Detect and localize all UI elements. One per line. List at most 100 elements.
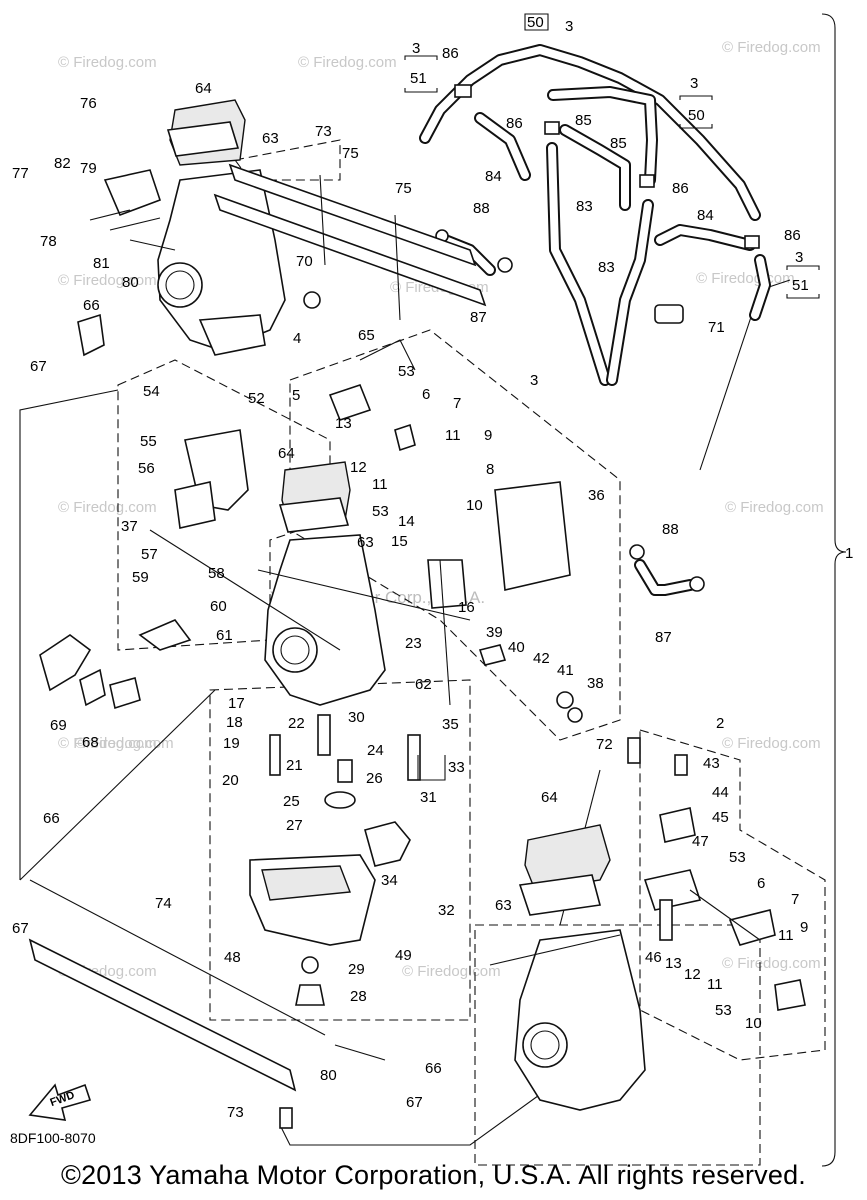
part-label: 32 bbox=[438, 902, 455, 919]
part-label: 81 bbox=[93, 255, 110, 272]
part-label: 53 bbox=[729, 849, 746, 866]
assembly-bracket: 1 bbox=[821, 13, 853, 1167]
part-label: 84 bbox=[697, 207, 714, 224]
part-label: 86 bbox=[784, 227, 801, 244]
part-label: 8 bbox=[486, 461, 494, 478]
hose-clamp bbox=[689, 576, 705, 592]
part-label: 11 bbox=[445, 427, 461, 444]
carburetor-middle bbox=[39, 339, 583, 723]
part-label: 53 bbox=[372, 503, 389, 520]
part-label: 63 bbox=[262, 130, 279, 147]
callout-brackets bbox=[404, 13, 820, 781]
part-label: 87 bbox=[470, 309, 487, 326]
part-label: 65 bbox=[358, 327, 375, 344]
part-label: 50 bbox=[527, 14, 544, 31]
part-label: 7 bbox=[453, 395, 461, 412]
part-label: 66 bbox=[43, 810, 60, 827]
part-label: 45 bbox=[712, 809, 729, 826]
part-label: 66 bbox=[425, 1060, 442, 1077]
part-label: 7 bbox=[791, 891, 799, 908]
part-label: 2 bbox=[716, 715, 724, 732]
part-label: 41 bbox=[557, 662, 574, 679]
part-label: 68 bbox=[82, 734, 99, 751]
part-label: 86 bbox=[506, 115, 523, 132]
part-label: 49 bbox=[395, 947, 412, 964]
part-label: 61 bbox=[216, 627, 233, 644]
part-label: 63 bbox=[357, 534, 374, 551]
float-bowl-assembly bbox=[28, 714, 421, 1129]
part-label: 23 bbox=[405, 635, 422, 652]
part-label: 66 bbox=[83, 297, 100, 314]
copyright-notice: ©2013 Yamaha Motor Corporation, U.S.A. A… bbox=[60, 1160, 807, 1190]
part-label: 70 bbox=[296, 253, 313, 270]
part-label: 64 bbox=[541, 789, 558, 806]
part-label: 47 bbox=[692, 833, 709, 850]
part-label: 78 bbox=[40, 233, 57, 250]
part-label: 26 bbox=[366, 770, 383, 787]
part-label: 20 bbox=[222, 772, 239, 789]
part-label: 54 bbox=[143, 383, 160, 400]
part-label: 87 bbox=[655, 629, 672, 646]
hose-joint bbox=[454, 84, 472, 98]
part-label: 73 bbox=[315, 123, 332, 140]
part-label: 60 bbox=[210, 598, 227, 615]
part-label: 11 bbox=[778, 927, 794, 944]
part-label: 42 bbox=[533, 650, 550, 667]
part-label: 34 bbox=[381, 872, 398, 889]
fwd-arrow: FWD bbox=[28, 1083, 92, 1121]
part-label: 6 bbox=[422, 386, 430, 403]
part-label: 12 bbox=[684, 966, 701, 983]
part-label: 10 bbox=[466, 497, 483, 514]
watermark: © Firedog.com bbox=[58, 735, 157, 752]
part-label: 83 bbox=[576, 198, 593, 215]
part-label: 11 bbox=[707, 976, 723, 993]
hose-clamp bbox=[497, 257, 513, 273]
carburetor-top-left bbox=[77, 99, 487, 357]
part-label: 29 bbox=[348, 961, 365, 978]
part-label: 55 bbox=[140, 433, 157, 450]
part-label: 3 bbox=[565, 18, 573, 35]
part-label: 50 bbox=[688, 107, 705, 124]
part-label: 51 bbox=[792, 277, 809, 294]
part-label: 17 bbox=[228, 695, 245, 712]
part-label: 38 bbox=[587, 675, 604, 692]
part-label: 19 bbox=[223, 735, 240, 752]
part-label: 39 bbox=[486, 624, 503, 641]
watermark: © Firedog.com bbox=[402, 963, 501, 980]
part-label: 30 bbox=[348, 709, 365, 726]
part-label: 69 bbox=[50, 717, 67, 734]
part-label: 53 bbox=[715, 1002, 732, 1019]
part-label: 67 bbox=[30, 358, 47, 375]
part-label: 51 bbox=[410, 70, 427, 87]
watermark: © Firedog.com bbox=[298, 54, 397, 71]
part-label: 76 bbox=[80, 95, 97, 112]
part-label: 4 bbox=[293, 330, 301, 347]
part-label: 80 bbox=[320, 1067, 337, 1084]
part-label: 9 bbox=[800, 919, 808, 936]
hose-clamp bbox=[629, 544, 645, 560]
part-label: 86 bbox=[442, 45, 459, 62]
part-label: 24 bbox=[367, 742, 384, 759]
part-label: 82 bbox=[54, 155, 71, 172]
part-label: 46 bbox=[645, 949, 662, 966]
part-label: 14 bbox=[398, 513, 415, 530]
part-label: 3 bbox=[690, 75, 698, 92]
part-label: 64 bbox=[195, 80, 212, 97]
carburetor-bottom-right bbox=[489, 737, 806, 1111]
part-label: 80 bbox=[122, 274, 139, 291]
part-label: 74 bbox=[155, 895, 172, 912]
watermark: © Firedog.com bbox=[725, 499, 824, 516]
part-label: 40 bbox=[508, 639, 525, 656]
watermark: © Firedog.com bbox=[58, 54, 157, 71]
part-label: 84 bbox=[485, 168, 502, 185]
part-label: 35 bbox=[442, 716, 459, 733]
part-label: 52 bbox=[248, 390, 265, 407]
part-label: 62 bbox=[415, 676, 432, 693]
hose-group bbox=[419, 44, 771, 596]
part-label: 13 bbox=[335, 415, 352, 432]
part-label: 18 bbox=[226, 714, 243, 731]
part-label: 86 bbox=[672, 180, 689, 197]
part-label: 77 bbox=[12, 165, 29, 182]
part-label: 75 bbox=[342, 145, 359, 162]
part-label: 88 bbox=[473, 200, 490, 217]
